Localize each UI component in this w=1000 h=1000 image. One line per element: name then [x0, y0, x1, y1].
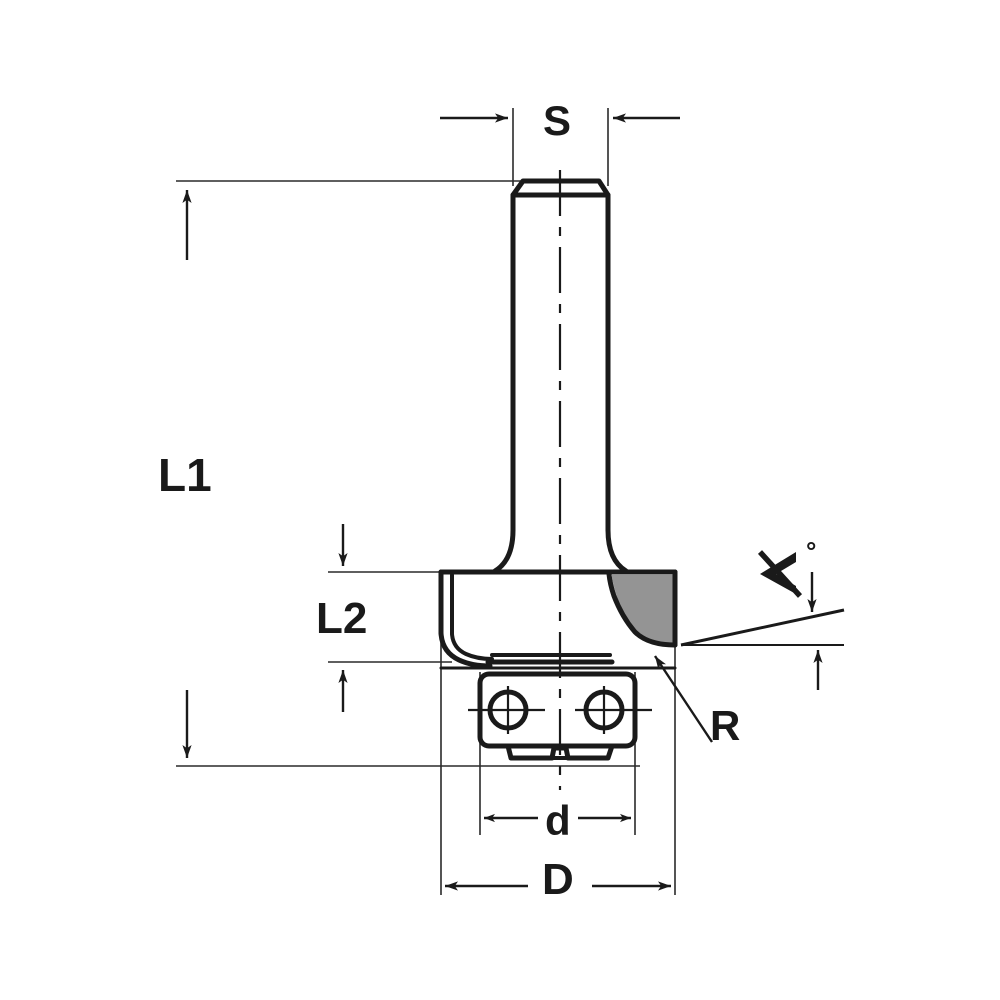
dimension-label-S: S — [543, 97, 572, 144]
angle-callout — [680, 550, 845, 690]
router-bit-outline — [438, 178, 678, 761]
dimension-lines — [182, 113, 680, 891]
angle-sloped-line — [680, 608, 845, 647]
carbide-cutting-edge — [612, 575, 675, 645]
angle-symbol-icon — [757, 550, 803, 598]
leader-line-R — [653, 655, 714, 743]
bearing-bolt-holes — [487, 689, 625, 731]
bearing-bolt-hole-right — [583, 689, 625, 731]
bearing-bolt-hole-left — [487, 689, 529, 731]
dimension-label-D: D — [542, 855, 574, 904]
dimension-label-d: d — [545, 797, 571, 844]
radius-leader — [653, 655, 714, 743]
dimension-label-L1: L1 — [158, 449, 212, 501]
cutter-body — [438, 569, 678, 670]
dimension-label-L2: L2 — [316, 594, 368, 643]
extension-lines — [176, 108, 676, 895]
dimension-label-R: R — [710, 702, 741, 749]
dimension-label-degree: ° — [806, 536, 817, 566]
retaining-screw — [505, 743, 615, 761]
shank — [492, 178, 629, 574]
